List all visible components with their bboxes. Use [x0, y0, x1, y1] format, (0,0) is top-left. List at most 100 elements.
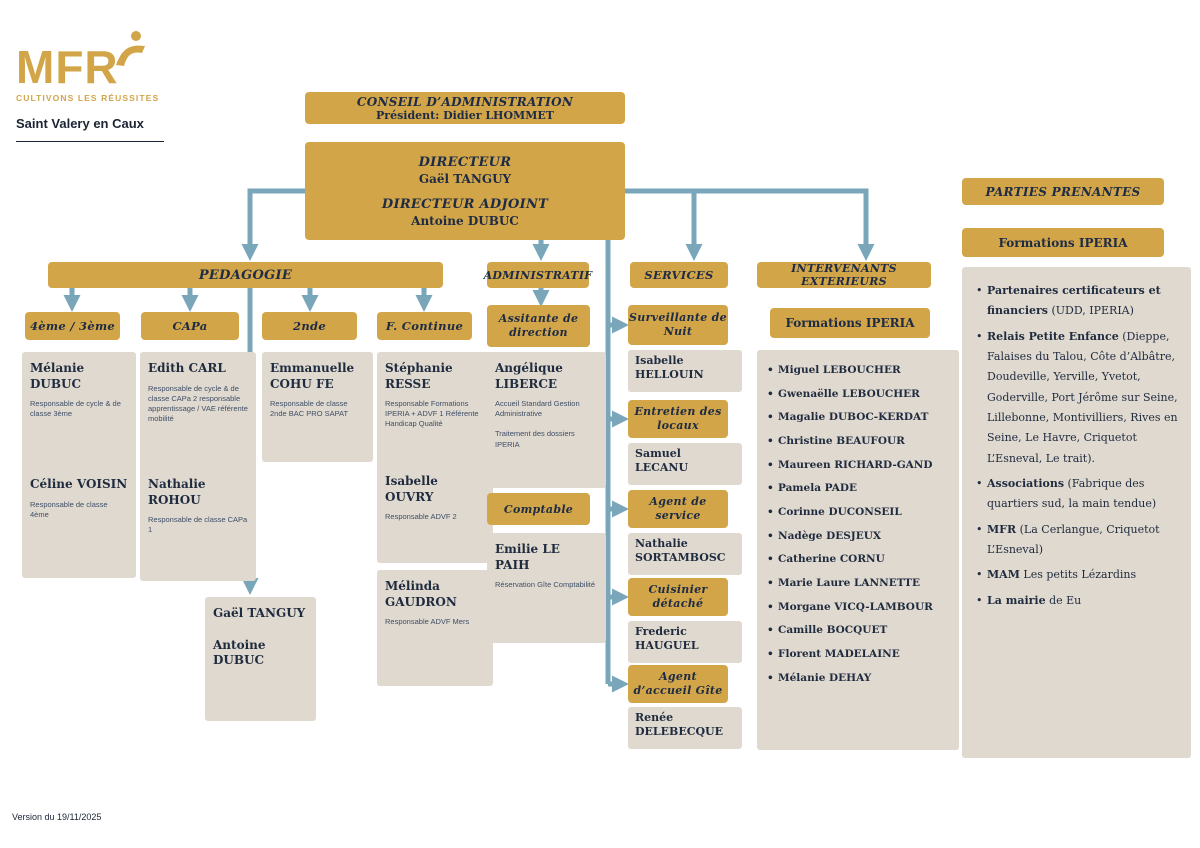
- staff-name: Angélique LIBERCE: [495, 361, 563, 391]
- parties-item-lead: La mairie: [987, 593, 1046, 607]
- parties-item: Relais Petite Enfance (Dieppe, Falaises …: [976, 327, 1179, 469]
- intervenant-name: Miguel LEBOUCHER: [767, 363, 949, 377]
- service-title-entretien: Entretien des locaux: [628, 400, 728, 438]
- administratif-header-assistante: Assitante de direction: [487, 305, 590, 347]
- conseil-administration-box: CONSEIL D’ADMINISTRATION Président: Didi…: [305, 92, 625, 124]
- director-name: Gaël TANGUY: [418, 171, 512, 186]
- staff-name: Nathalie ROHOU: [148, 477, 206, 507]
- staff-card: Emilie LE PAIH Réservation Gîte Comptabi…: [487, 533, 606, 643]
- logo-block: MFR CULTIVONS LES RÉUSSITES Saint Valery…: [16, 31, 196, 142]
- board-title: CONSEIL D’ADMINISTRATION: [356, 94, 574, 109]
- board-president: Président: Didier LHOMMET: [376, 108, 554, 122]
- staff-role: Responsable de cycle & de classe CAPa 2 …: [148, 383, 248, 423]
- intervenants-list: Miguel LEBOUCHER Gwenaëlle LEBOUCHER Mag…: [767, 363, 949, 685]
- intervenant-name: Mélanie DEHAY: [767, 671, 949, 685]
- parties-item-rest: Les petits Lézardins: [1019, 568, 1137, 582]
- service-person: Isabelle HELLOUIN: [628, 350, 742, 392]
- parties-item: MAM Les petits Lézardins: [976, 565, 1179, 586]
- service-person: Nathalie SORTAMBOSC: [628, 533, 742, 575]
- staff-name: Céline VOISIN: [30, 477, 128, 491]
- service-person: Renée DELEBECQUE: [628, 707, 742, 749]
- intervenant-name: Florent MADELAINE: [767, 647, 949, 661]
- service-title-accueil-gite: Agent d’accueil Gîte: [628, 665, 728, 703]
- parties-item: Partenaires certificateurs et financiers…: [976, 281, 1179, 322]
- direction-duo-card: Gaël TANGUY Antoine DUBUC: [205, 597, 316, 721]
- site-name: Saint Valery en Caux: [16, 116, 164, 142]
- intervenant-name: Magalie DUBOC-KERDAT: [767, 410, 949, 424]
- service-person: Samuel LECANU: [628, 443, 742, 485]
- parties-item-lead: Associations: [987, 477, 1065, 491]
- branch-administratif-banner: ADMINISTRATIF: [484, 262, 592, 288]
- logo-tagline: CULTIVONS LES RÉUSSITES: [16, 93, 160, 103]
- staff-card: Mélanie DUBUC Responsable de cycle & de …: [22, 352, 136, 472]
- parties-item: MFR (La Cerlangue, Criquetot L’Esneval): [976, 520, 1179, 561]
- intervenant-name: Morgane VICQ-LAMBOUR: [767, 600, 949, 614]
- intervenant-name: Gwenaëlle LEBOUCHER: [767, 387, 949, 401]
- branch-services-banner: SERVICES: [630, 262, 728, 288]
- parties-list: Partenaires certificateurs et financiers…: [976, 281, 1179, 612]
- staff-name: Emmanuelle COHU FE: [270, 361, 355, 391]
- administratif-header-comptable: Comptable: [487, 493, 590, 525]
- staff-card: Nathalie ROHOU Responsable de classe CAP…: [140, 468, 256, 581]
- branch-pedagogie-banner: PEDAGOGIE: [48, 262, 443, 288]
- version-note: Version du 19/11/2025: [12, 812, 102, 822]
- staff-card: Mélinda GAUDRON Responsable ADVF Mers: [377, 570, 493, 686]
- pedagogie-header-f-continue: F. Continue: [377, 312, 472, 340]
- parties-item-rest: (UDD, IPERIA): [1047, 304, 1134, 318]
- parties-prenantes-banner: PARTIES PRENANTES: [962, 178, 1164, 205]
- intervenants-header: Formations IPERIA: [770, 308, 930, 338]
- parties-item: La mairie de Eu: [976, 591, 1179, 612]
- staff-role: Accueil Standard Gestion Administrative: [495, 399, 580, 419]
- staff-name: Stéphanie RESSE: [385, 361, 453, 391]
- parties-item-rest: (Dieppe, Falaises du Talou, Côte d’Albât…: [987, 329, 1178, 465]
- staff-name: Antoine DUBUC: [213, 637, 266, 668]
- staff-role: Responsable de cycle & de classe 3ème: [30, 399, 121, 419]
- deputy-director-name: Antoine DUBUC: [411, 213, 519, 228]
- director-title: DIRECTEUR: [418, 154, 512, 170]
- parties-item-lead: MFR: [987, 522, 1017, 536]
- leaping-person-icon: [116, 31, 145, 66]
- intervenant-name: Marie Laure LANNETTE: [767, 576, 949, 590]
- intervenant-name: Pamela PADE: [767, 481, 949, 495]
- staff-card: Edith CARL Responsable de cycle & de cla…: [140, 352, 256, 482]
- direction-box: DIRECTEUR Gaël TANGUY DIRECTEUR ADJOINT …: [305, 142, 625, 240]
- parties-item-rest: de Eu: [1045, 593, 1082, 607]
- staff-role: Responsable ADVF 2: [385, 512, 457, 522]
- service-person: Frederic HAUGUEL: [628, 621, 742, 663]
- staff-name: Emilie LE PAIH: [495, 542, 560, 572]
- parties-item-rest: (Fabrique des quartiers sud, la main ten…: [987, 477, 1157, 511]
- intervenant-name: Christine BEAUFOUR: [767, 434, 949, 448]
- pedagogie-header-4eme-3eme: 4ème / 3ème: [25, 312, 120, 340]
- staff-card: Stéphanie RESSE Responsable Formations I…: [377, 352, 493, 480]
- intervenant-name: Nadège DESJEUX: [767, 529, 949, 543]
- staff-card: Angélique LIBERCE Accueil Standard Gesti…: [487, 352, 606, 488]
- service-title-surveillante: Surveillante de Nuit: [628, 305, 728, 345]
- pedagogie-header-2nde: 2nde: [262, 312, 357, 340]
- parties-subtitle-banner: Formations IPERIA: [962, 228, 1164, 257]
- staff-role: Responsable de classe 4ème: [30, 499, 108, 519]
- staff-name: Mélinda GAUDRON: [385, 579, 457, 609]
- service-title-agent-service: Agent de service: [628, 490, 728, 528]
- staff-name: Gaël TANGUY: [213, 606, 306, 620]
- deputy-director-title: DIRECTEUR ADJOINT: [381, 196, 549, 212]
- intervenants-list-box: Miguel LEBOUCHER Gwenaëlle LEBOUCHER Mag…: [757, 350, 959, 750]
- pedagogie-header-capa: CAPa: [141, 312, 239, 340]
- service-title-cuisinier: Cuisinier détaché: [628, 578, 728, 616]
- parties-list-box: Partenaires certificateurs et financiers…: [962, 267, 1191, 758]
- staff-card: Céline VOISIN Responsable de classe 4ème: [22, 468, 136, 578]
- staff-name: Edith CARL: [148, 361, 226, 375]
- parties-item-lead: Relais Petite Enfance: [987, 329, 1119, 343]
- staff-role: Réservation Gîte Comptabilité: [495, 580, 596, 590]
- staff-role: Responsable de classe CAPa 1: [148, 515, 248, 535]
- intervenant-name: Catherine CORNU: [767, 552, 949, 566]
- staff-role: Responsable de classe 2nde BAC PRO SAPAT: [270, 399, 349, 419]
- staff-name: Mélanie DUBUC: [30, 361, 85, 391]
- branch-intervenants-banner: INTERVENANTS EXTERIEURS: [757, 262, 931, 288]
- mfr-wordmark: MFR: [16, 41, 119, 93]
- parties-item-lead: Partenaires certificateurs et financiers: [987, 284, 1161, 318]
- intervenant-name: Corinne DUCONSEIL: [767, 505, 949, 519]
- parties-item: Associations (Fabrique des quartiers sud…: [976, 474, 1179, 515]
- parties-item-rest: (La Cerlangue, Criquetot L’Esneval): [987, 522, 1160, 557]
- staff-role: Traitement des dossiers IPERIA: [495, 429, 575, 449]
